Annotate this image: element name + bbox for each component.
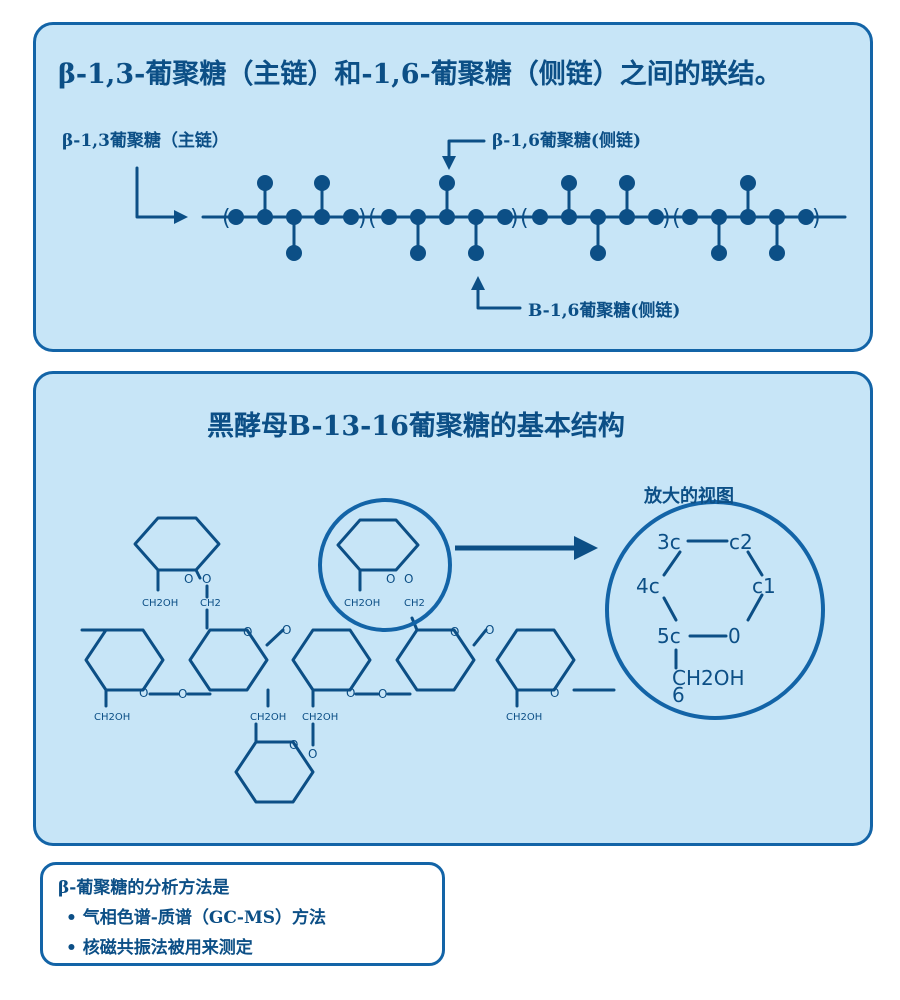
zoom-atom-ch2oh: CH2OH — [672, 666, 745, 690]
chain-glucose-unit — [682, 209, 698, 225]
branch-glucose-unit — [740, 175, 756, 191]
ch2-label: CH2 — [404, 598, 425, 609]
chain-glucose-unit — [590, 209, 606, 225]
ring-oxygen: O — [289, 738, 298, 752]
chain-glucose-unit — [561, 209, 577, 225]
branch-glucose-unit — [711, 245, 727, 261]
zoom-atom-c4: 4c — [636, 574, 660, 598]
paren-open-4: ( — [672, 206, 681, 231]
zoom-atom-c5: 5c — [657, 624, 681, 648]
paren-close-1: ) — [358, 206, 367, 231]
paren-open-2: ( — [368, 206, 377, 231]
branch-glucose-unit — [619, 175, 635, 191]
link-oxygen: O — [178, 687, 187, 701]
paren-open-3: ( — [520, 206, 529, 231]
chain-glucose-unit — [228, 209, 244, 225]
link-oxygen: O — [485, 623, 494, 637]
chain-glucose-unit — [314, 209, 330, 225]
chain-glucose-unit — [286, 209, 302, 225]
link-oxygen: O — [202, 572, 211, 586]
side-chain-bottom-arrow — [471, 276, 522, 310]
ch2oh-label: CH2OH — [506, 712, 542, 723]
zoom-atom-c1: c1 — [752, 574, 776, 598]
analysis-title: β-葡聚糖的分析方法是 — [58, 878, 230, 898]
branch-glucose-unit — [769, 245, 785, 261]
ch2oh-label: CH2OH — [302, 712, 338, 723]
ring-oxygen: O — [139, 686, 148, 700]
branch-glucose-unit — [468, 245, 484, 261]
paren-close-2: ) — [510, 206, 519, 231]
chain-glucose-unit — [257, 209, 273, 225]
chain-parens: ( ) ( ) ( ) ( ) — [222, 206, 821, 231]
branch-glucose-unit — [439, 175, 455, 191]
ch2oh-label: CH2OH — [142, 598, 178, 609]
main-chain-arrow — [135, 166, 188, 224]
ring-oxygen: O — [184, 572, 193, 586]
link-oxygen: O — [282, 623, 291, 637]
zoom-atom-c6: 6 — [672, 683, 685, 707]
analysis-item: • 气相色谱-质谱（GC-MS）方法 — [66, 908, 327, 928]
analysis-item: • 核磁共振法被用来测定 — [66, 938, 253, 958]
chain-glucose-unit — [532, 209, 548, 225]
zoom-atom-c3: 3c — [657, 530, 681, 554]
side-chain-top-arrow — [442, 139, 486, 170]
ring-oxygen: O — [450, 625, 459, 639]
ch2oh-label: CH2OH — [94, 712, 130, 723]
ring-oxygen: O — [386, 572, 395, 586]
zoom-atom-c2: c2 — [729, 530, 753, 554]
chain-glucose-unit — [439, 209, 455, 225]
structure-panel — [33, 371, 873, 846]
zoom-arrow — [455, 536, 598, 560]
branch-glucose-unit — [257, 175, 273, 191]
chain-glucose-unit — [798, 209, 814, 225]
branch-glucose-unit — [410, 245, 426, 261]
link-oxygen: O — [308, 747, 317, 761]
branch-glucose-unit — [590, 245, 606, 261]
chain-glucose-unit — [343, 209, 359, 225]
link-oxygen: O — [378, 687, 387, 701]
zoom-label: 放大的视图 — [644, 486, 734, 507]
chain-glucose-unit — [769, 209, 785, 225]
chain-glucose-unit — [410, 209, 426, 225]
linkage-title: β-1,3-葡聚糖（主链）和-1,6-葡聚糖（侧链）之间的联结。 — [58, 59, 782, 90]
chain-glucose-unit — [468, 209, 484, 225]
paren-close-3: ) — [662, 206, 671, 231]
paren-close-4: ) — [812, 206, 821, 231]
chain-glucose-unit — [740, 209, 756, 225]
ch2-label: CH2 — [200, 598, 221, 609]
ch2oh-label: CH2OH — [250, 712, 286, 723]
zoomed-view: 3c c2 4c c1 5c 0 CH2OH 6 — [605, 500, 825, 720]
side-chain-top-label: β-1,6葡聚糖(侧链) — [492, 131, 642, 151]
branch-glucose-unit — [561, 175, 577, 191]
branch-glucose-unit — [286, 245, 302, 261]
main-chain-label: β-1,3葡聚糖（主链） — [62, 131, 229, 151]
chain-glucose-unit — [381, 209, 397, 225]
side-chain-bottom-label: B-1,6葡聚糖(侧链) — [528, 301, 681, 321]
chain-glucose-unit — [497, 209, 513, 225]
paren-open-1: ( — [222, 206, 231, 231]
chain-glucose-unit — [648, 209, 664, 225]
zoom-atom-o: 0 — [728, 624, 741, 648]
branch-glucose-unit — [314, 175, 330, 191]
ch2oh-label: CH2OH — [344, 598, 380, 609]
ring-oxygen: O — [243, 625, 252, 639]
chain-nodes — [228, 175, 814, 261]
glucan-structure: O O CH2OH CH2 O CH2OH O O O O CH2OH CH2O… — [80, 498, 616, 804]
link-oxygen: O — [404, 572, 413, 586]
ring-oxygen: O — [346, 686, 355, 700]
structure-title: 黑酵母B-13-16葡聚糖的基本结构 — [207, 411, 625, 442]
chain-glucose-unit — [619, 209, 635, 225]
ring-oxygen: O — [550, 686, 559, 700]
analysis-methods-panel — [40, 862, 445, 966]
chain-glucose-unit — [711, 209, 727, 225]
